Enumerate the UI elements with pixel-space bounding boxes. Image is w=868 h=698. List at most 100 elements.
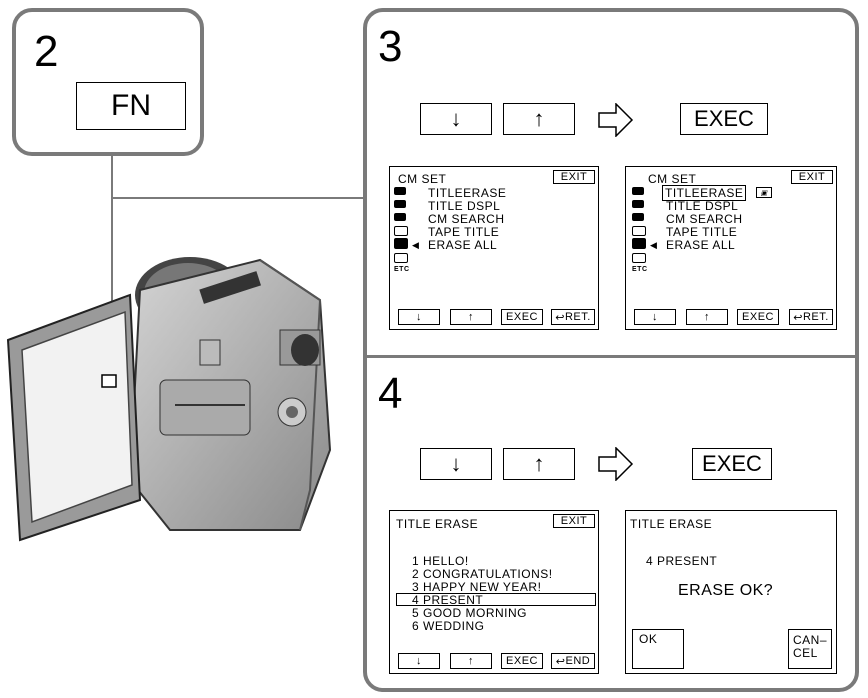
step4-down-button[interactable]: ↓ (420, 448, 492, 480)
end-label: END (565, 655, 591, 667)
title-list-item[interactable]: 6 WEDDING (412, 619, 485, 633)
menu-item[interactable]: TITLE DSPL (428, 199, 501, 213)
exec-label: EXEC (506, 655, 538, 667)
battery-icon (632, 226, 646, 236)
step3-next-arrow-icon (598, 103, 634, 137)
step3-menu-screen-a: CM SET EXIT ETC TITLEERASE TITLE DSPL CM… (389, 166, 599, 330)
panel-divider (365, 355, 857, 358)
cancel-label-line2: CEL (793, 646, 818, 660)
up-arrow-icon: ↑ (468, 311, 474, 323)
step3-down-button[interactable]: ↓ (420, 103, 492, 135)
erase-confirm-screen: TITLE ERASE 4 PRESENT ERASE OK? OK CAN– … (625, 510, 837, 674)
menu-item-label: TITLEERASE (665, 186, 744, 200)
camera-icon (632, 200, 644, 208)
other-icon (632, 253, 646, 263)
step3-exec-button[interactable]: EXEC (680, 103, 768, 135)
exec-label: EXEC (694, 106, 754, 131)
up-arrow-icon: ↑ (533, 106, 545, 131)
screen-ret-button[interactable]: ↩RET. (789, 309, 833, 325)
menu-item[interactable]: TAPE TITLE (666, 225, 738, 239)
screen-title: CM SET (648, 172, 697, 186)
fn-button[interactable]: FN (76, 82, 186, 130)
title-list-item[interactable]: 5 GOOD MORNING (412, 606, 528, 620)
menu-item[interactable]: TAPE TITLE (428, 225, 500, 239)
cancel-label-line1: CAN– (793, 633, 828, 647)
menu-item-selected[interactable]: TITLEERASE (662, 185, 747, 201)
fn-label: FN (111, 89, 151, 122)
up-arrow-icon: ↑ (704, 311, 710, 323)
exit-button[interactable]: EXIT (791, 170, 833, 184)
tape-icon (632, 213, 644, 221)
tape-icon (394, 213, 406, 221)
screen-exec-button[interactable]: EXEC (501, 653, 543, 669)
title-list-item[interactable]: 2 CONGRATULATIONS! (412, 567, 553, 581)
selection-pointer-icon: ◀ (650, 240, 658, 250)
return-icon: ↩ (555, 311, 565, 324)
menu-item[interactable]: CM SEARCH (666, 212, 743, 226)
screen-end-button[interactable]: ↩END (551, 653, 595, 669)
screen-down-button[interactable]: ↓ (398, 309, 440, 325)
exec-label: EXEC (742, 311, 774, 323)
down-arrow-icon: ↓ (652, 311, 658, 323)
step4-exec-button[interactable]: EXEC (692, 448, 772, 480)
exec-label: EXEC (702, 451, 762, 476)
menu-item[interactable]: CM SEARCH (428, 212, 505, 226)
screen-ret-button[interactable]: ↩RET. (551, 309, 595, 325)
cm-icon (632, 238, 646, 249)
exit-label: EXIT (798, 171, 826, 183)
screen-down-button[interactable]: ↓ (634, 309, 676, 325)
etc-label: ETC (632, 266, 648, 273)
screen-exec-button[interactable]: EXEC (737, 309, 779, 325)
exit-label: EXIT (560, 171, 588, 183)
screen-up-button[interactable]: ↑ (686, 309, 728, 325)
step-2-panel: 2 FN (12, 8, 204, 156)
screen-up-button[interactable]: ↑ (450, 309, 492, 325)
ret-label: RET. (802, 311, 829, 323)
menu-item[interactable]: TITLEERASE (428, 186, 507, 200)
step4-up-button[interactable]: ↑ (503, 448, 575, 480)
screen-title: TITLE ERASE (396, 517, 479, 531)
down-arrow-icon: ↓ (450, 106, 462, 131)
exit-button[interactable]: EXIT (553, 170, 595, 184)
step3-menu-screen-b: CM SET EXIT ETC TITLEERASE ▣ TITLE DSPL … (625, 166, 837, 330)
erase-question: ERASE OK? (678, 582, 774, 599)
ok-label: OK (639, 632, 658, 646)
menu-item[interactable]: TITLE DSPL (666, 199, 739, 213)
etc-label: ETC (394, 266, 410, 273)
menu-item[interactable]: ERASE ALL (428, 238, 498, 252)
up-arrow-icon: ↑ (533, 451, 545, 476)
screen-exec-button[interactable]: EXEC (501, 309, 543, 325)
up-arrow-icon: ↑ (468, 655, 474, 667)
other-icon (394, 253, 408, 263)
title-list-item-selected[interactable] (396, 593, 596, 606)
camcorder-illustration (6, 257, 332, 542)
return-icon: ↩ (555, 655, 566, 668)
down-arrow-icon: ↓ (416, 655, 422, 667)
step-3-number: 3 (378, 22, 403, 71)
title-list-item-label: 4 PRESENT (412, 593, 484, 607)
ret-label: RET. (564, 311, 591, 323)
cm-icon (394, 238, 408, 249)
screen-title: TITLE ERASE (630, 517, 713, 531)
screen-up-button[interactable]: ↑ (450, 653, 492, 669)
exit-button[interactable]: EXIT (553, 514, 595, 528)
cancel-button[interactable]: CAN– CEL (788, 629, 832, 669)
step-2-number: 2 (34, 27, 59, 76)
exit-label: EXIT (560, 515, 588, 527)
selected-title: 4 PRESENT (646, 554, 718, 568)
camera-icon (394, 200, 406, 208)
step4-next-arrow-icon (598, 447, 634, 481)
down-arrow-icon: ↓ (450, 451, 462, 476)
step-4-number: 4 (378, 369, 403, 418)
step3-up-button[interactable]: ↑ (503, 103, 575, 135)
down-arrow-icon: ↓ (416, 311, 422, 323)
title-erase-list-screen: TITLE ERASE EXIT 1 HELLO! 2 CONGRATULATI… (389, 510, 599, 674)
selection-pointer-icon: ◀ (412, 240, 420, 250)
title-list-item[interactable]: 3 HAPPY NEW YEAR! (412, 580, 542, 594)
ok-button[interactable]: OK (632, 629, 684, 669)
title-list-item[interactable]: 1 HELLO! (412, 554, 469, 568)
menu-item[interactable]: ERASE ALL (666, 238, 736, 252)
memory-icon (632, 187, 644, 195)
screen-down-button[interactable]: ↓ (398, 653, 440, 669)
screen-title: CM SET (398, 172, 447, 186)
